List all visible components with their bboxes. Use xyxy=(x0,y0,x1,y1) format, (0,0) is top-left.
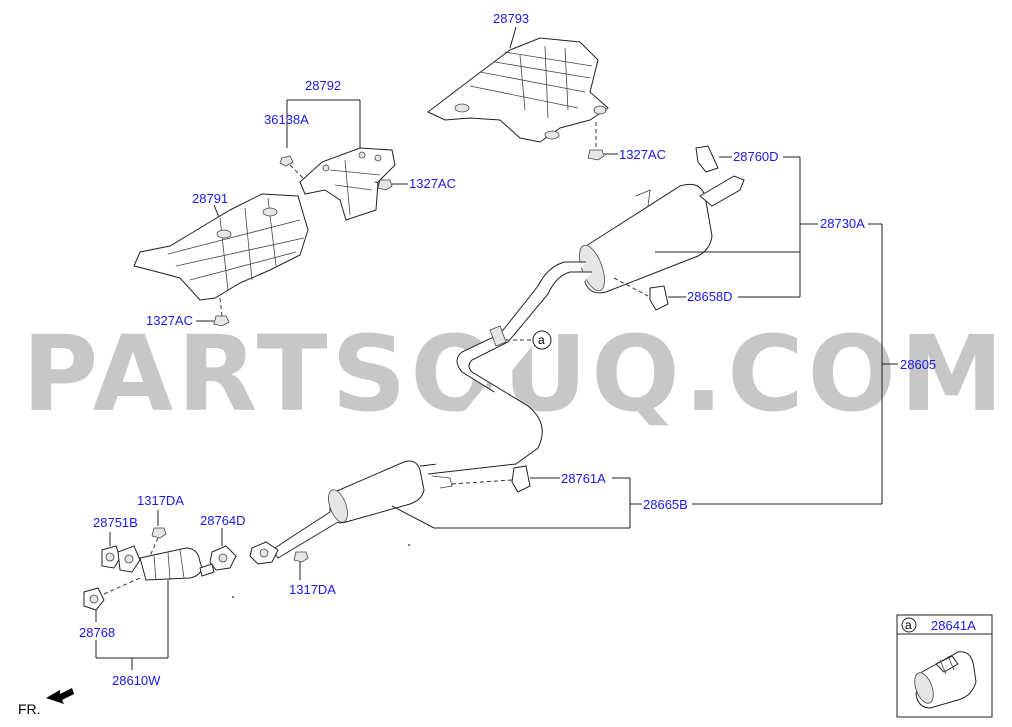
label-36138A[interactable]: 36138A xyxy=(264,112,309,127)
gasket-28768[interactable] xyxy=(83,587,105,611)
nut-1327AC-left[interactable] xyxy=(213,315,230,327)
label-28791[interactable]: 28791 xyxy=(192,191,228,206)
label-28730A[interactable]: 28730A xyxy=(820,216,865,231)
label-28641A[interactable]: 28641A xyxy=(931,618,976,633)
center-pipe[interactable] xyxy=(419,261,592,475)
rear-muffler[interactable] xyxy=(574,175,745,294)
label-28761A[interactable]: 28761A xyxy=(561,471,606,486)
label-28751B[interactable]: 28751B xyxy=(93,515,138,530)
label-28764D[interactable]: 28764D xyxy=(200,513,246,528)
label-1327AC-top[interactable]: 1327AC xyxy=(619,147,666,162)
heat-shield-28791[interactable] xyxy=(133,193,309,301)
front-direction-label: FR. xyxy=(18,701,41,717)
label-1317DA-top[interactable]: 1317DA xyxy=(137,493,184,508)
nut-1327AC-top[interactable] xyxy=(587,149,605,161)
label-1327AC-mid[interactable]: 1327AC xyxy=(409,176,456,191)
label-1327AC-left[interactable]: 1327AC xyxy=(146,313,193,328)
gasket-28751B[interactable] xyxy=(101,545,141,573)
label-28760D[interactable]: 28760D xyxy=(733,149,779,164)
heat-shield-28793[interactable] xyxy=(427,37,609,143)
label-28610W[interactable]: 28610W xyxy=(112,673,161,688)
nut-1327AC-mid[interactable] xyxy=(377,179,393,191)
inset-callout-a-marker xyxy=(901,617,917,633)
hanger-28760D[interactable] xyxy=(695,145,719,173)
nut-1317DA-top[interactable] xyxy=(151,527,167,539)
nut-36138A[interactable] xyxy=(279,155,294,167)
label-28792[interactable]: 28792 xyxy=(305,78,341,93)
clamp-28641A[interactable] xyxy=(911,651,977,709)
label-28665B[interactable]: 28665B xyxy=(643,497,688,512)
inset-callout-a-text: a xyxy=(905,618,912,632)
nut-1317DA-bottom[interactable] xyxy=(293,551,309,563)
front-arrow-icon xyxy=(46,688,74,704)
callout-a-marker[interactable] xyxy=(532,330,552,350)
label-28605[interactable]: 28605 xyxy=(900,357,936,372)
heat-shield-28792[interactable] xyxy=(299,147,396,221)
hanger-28658D[interactable] xyxy=(649,285,669,311)
label-1317DA-bottom[interactable]: 1317DA xyxy=(289,582,336,597)
catalytic-converter-28610W[interactable] xyxy=(139,547,215,581)
dot-marker xyxy=(232,596,234,598)
hanger-28761A[interactable] xyxy=(511,465,531,493)
callout-a-text: a xyxy=(538,333,545,347)
gasket-28764D[interactable] xyxy=(209,545,237,571)
label-28768[interactable]: 28768 xyxy=(79,625,115,640)
label-28793[interactable]: 28793 xyxy=(493,11,529,26)
label-28658D[interactable]: 28658D xyxy=(687,289,733,304)
front-pipe[interactable] xyxy=(249,511,339,565)
dot-marker xyxy=(408,544,410,546)
